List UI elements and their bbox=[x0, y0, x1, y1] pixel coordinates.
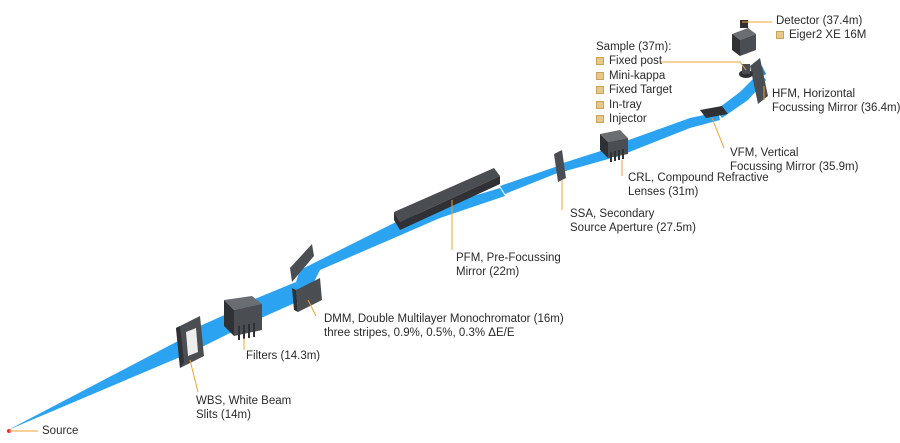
dmm-component bbox=[290, 244, 322, 312]
sample-label: Sample (37m): bbox=[596, 41, 672, 53]
pfm-label-line-2: Mirror (22m) bbox=[456, 266, 520, 278]
option-label: Fixed post bbox=[609, 55, 663, 67]
option-marker-icon bbox=[596, 57, 604, 66]
beam-segment-ssa-crl bbox=[560, 148, 612, 172]
beam-segment-pfm-ssa bbox=[500, 166, 560, 194]
filters-component bbox=[224, 296, 262, 340]
source-label: Source bbox=[42, 425, 79, 437]
vfm-label: VFM, Vertical Focussing Mirror (35.9m) bbox=[730, 146, 858, 174]
ssa-label-line-2: Source Aperture (27.5m) bbox=[570, 222, 696, 234]
dmm-label-line-1: DMM, Double Multilayer Monochromator (16… bbox=[324, 313, 564, 325]
sample-options: Fixed post Mini-kappa Fixed Target In-tr… bbox=[596, 54, 672, 127]
sample-option: In-tray bbox=[596, 98, 672, 113]
dmm-label: DMM, Double Multilayer Monochromator (16… bbox=[324, 312, 564, 340]
leader-wbs bbox=[189, 359, 199, 393]
sample-option: Mini-kappa bbox=[596, 69, 672, 84]
pfm-component bbox=[394, 168, 500, 230]
sample-option: Fixed post bbox=[596, 54, 672, 69]
wbs-label: WBS, White Beam Slits (14m) bbox=[196, 394, 291, 422]
leader-lines bbox=[9, 21, 772, 432]
sample-option: Fixed Target bbox=[596, 83, 672, 98]
ssa-component bbox=[554, 150, 566, 182]
crl-label: CRL, Compound Refractive Lenses (31m) bbox=[628, 171, 769, 199]
crl-label-line-1: CRL, Compound Refractive bbox=[628, 172, 769, 184]
option-marker-icon bbox=[596, 100, 604, 109]
detector-label: Detector (37.4m) bbox=[776, 15, 863, 27]
ssa-label-line-1: SSA, Secondary bbox=[570, 208, 655, 220]
leader-sample bbox=[660, 61, 747, 71]
beam-path bbox=[8, 66, 766, 430]
sample-option: Injector bbox=[596, 112, 672, 127]
option-label: Fixed Target bbox=[609, 84, 673, 96]
vfm-label-line-2: Focussing Mirror (35.9m) bbox=[730, 161, 859, 173]
wbs-label-line-1: WBS, White Beam bbox=[196, 395, 292, 407]
pfm-label: PFM, Pre-Focussing Mirror (22m) bbox=[456, 251, 561, 279]
wbs-component bbox=[176, 316, 204, 368]
detector-component bbox=[732, 20, 756, 56]
ssa-label: SSA, Secondary Source Aperture (27.5m) bbox=[570, 207, 696, 235]
leader-vfm bbox=[711, 117, 725, 149]
wbs-label-line-2: Slits (14m) bbox=[196, 409, 251, 421]
crl-component bbox=[600, 130, 628, 162]
hfm-label-line-1: HFM, Horizontal bbox=[772, 88, 856, 100]
beam-segment-source-wbs bbox=[8, 340, 192, 430]
beam-segment-vfm-hfm bbox=[716, 72, 766, 118]
leader-dmm bbox=[307, 299, 317, 317]
filters-label: Filters (14.3m) bbox=[246, 350, 321, 362]
option-label: In-tray bbox=[609, 98, 642, 111]
detector-options: Eiger2 XE 16M bbox=[776, 28, 866, 43]
vfm-component bbox=[700, 106, 728, 118]
pfm-label-line-1: PFM, Pre-Focussing bbox=[456, 252, 561, 264]
option-marker-icon bbox=[596, 86, 604, 95]
option-label: Mini-kappa bbox=[609, 69, 666, 82]
option-marker-icon bbox=[596, 115, 604, 124]
option-marker-icon bbox=[776, 31, 784, 40]
vfm-label-line-1: VFM, Vertical bbox=[730, 147, 799, 159]
option-marker-icon bbox=[596, 71, 604, 80]
detector-option: Eiger2 XE 16M bbox=[776, 28, 866, 43]
beam-segment-crl-vfm bbox=[612, 112, 720, 158]
hfm-label: HFM, Horizontal Focussing Mirror (36.4m) bbox=[772, 87, 900, 115]
sample-stage bbox=[739, 64, 753, 78]
crl-label-line-2: Lenses (31m) bbox=[628, 186, 699, 198]
option-label: Injector bbox=[609, 113, 647, 125]
hfm-label-line-2: Focussing Mirror (36.4m) bbox=[772, 102, 900, 114]
beam-segment-dmm-pfm bbox=[296, 188, 505, 298]
option-label: Eiger2 XE 16M bbox=[789, 29, 867, 41]
dmm-label-line-2: three stripes, 0.9%, 0.5%, 0.3% ΔE/E bbox=[324, 327, 515, 339]
